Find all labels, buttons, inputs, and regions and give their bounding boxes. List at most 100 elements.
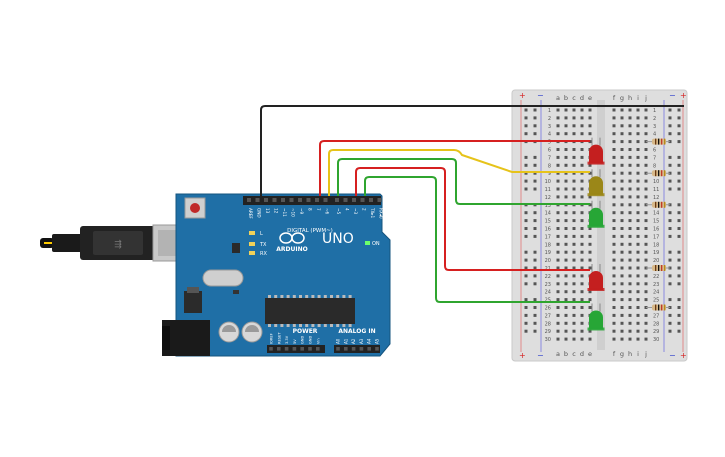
- breadboard-hole[interactable]: [580, 306, 584, 309]
- breadboard-hole[interactable]: [636, 171, 640, 175]
- rail-hole[interactable]: [533, 306, 537, 309]
- breadboard-hole[interactable]: [588, 163, 592, 167]
- breadboard-hole[interactable]: [644, 242, 648, 246]
- breadboard-hole[interactable]: [620, 234, 624, 238]
- breadboard-hole[interactable]: [564, 163, 568, 167]
- rail-hole[interactable]: [524, 321, 528, 325]
- breadboard-hole[interactable]: [556, 321, 560, 325]
- breadboard-hole[interactable]: [628, 108, 632, 112]
- digital-pin-hole[interactable]: [369, 198, 373, 202]
- breadboard-hole[interactable]: [620, 274, 624, 278]
- breadboard-hole[interactable]: [620, 290, 624, 294]
- breadboard-hole[interactable]: [644, 337, 648, 341]
- breadboard-hole[interactable]: [620, 211, 624, 215]
- digital-pin-hole[interactable]: [377, 198, 382, 202]
- power-pin-hole[interactable]: [316, 347, 320, 351]
- breadboard-hole[interactable]: [636, 187, 640, 191]
- rail-hole[interactable]: [524, 250, 528, 254]
- breadboard-hole[interactable]: [572, 132, 576, 136]
- rail-hole[interactable]: [677, 171, 681, 175]
- breadboard-hole[interactable]: [580, 313, 584, 317]
- breadboard-hole[interactable]: [556, 195, 560, 199]
- breadboard-hole[interactable]: [612, 203, 616, 207]
- breadboard-hole[interactable]: [628, 163, 632, 167]
- breadboard-hole[interactable]: [564, 274, 568, 278]
- breadboard-hole[interactable]: [556, 132, 560, 136]
- breadboard-hole[interactable]: [628, 313, 632, 317]
- breadboard-hole[interactable]: [620, 187, 624, 191]
- breadboard-hole[interactable]: [564, 108, 568, 112]
- led-green-5[interactable]: [587, 303, 605, 331]
- wire-black-gnd[interactable]: [260, 105, 684, 196]
- breadboard-hole[interactable]: [644, 282, 648, 286]
- breadboard-hole[interactable]: [620, 282, 624, 286]
- breadboard-hole[interactable]: [572, 187, 576, 191]
- rail-hole[interactable]: [677, 132, 681, 136]
- breadboard-hole[interactable]: [612, 274, 616, 278]
- breadboard-hole[interactable]: [620, 148, 624, 151]
- breadboard-hole[interactable]: [620, 250, 624, 254]
- breadboard-hole[interactable]: [612, 171, 616, 175]
- breadboard-hole[interactable]: [572, 211, 576, 215]
- breadboard-hole[interactable]: [580, 155, 584, 159]
- rail-hole[interactable]: [668, 313, 672, 317]
- breadboard-hole[interactable]: [588, 171, 592, 175]
- breadboard-hole[interactable]: [572, 227, 576, 230]
- breadboard-hole[interactable]: [644, 274, 648, 278]
- breadboard-hole[interactable]: [580, 211, 584, 215]
- breadboard-hole[interactable]: [572, 329, 576, 333]
- breadboard-hole[interactable]: [580, 234, 584, 238]
- breadboard-hole[interactable]: [572, 108, 576, 112]
- rail-hole[interactable]: [533, 298, 537, 302]
- breadboard-hole[interactable]: [628, 179, 632, 183]
- breadboard-hole[interactable]: [620, 140, 624, 144]
- breadboard-hole[interactable]: [612, 250, 616, 254]
- resistor[interactable]: [646, 201, 670, 208]
- rail-hole[interactable]: [524, 116, 528, 120]
- breadboard-hole[interactable]: [644, 290, 648, 294]
- breadboard-hole[interactable]: [580, 179, 584, 183]
- breadboard-hole[interactable]: [628, 124, 632, 128]
- breadboard-hole[interactable]: [620, 306, 624, 309]
- rail-hole[interactable]: [533, 132, 537, 136]
- breadboard-hole[interactable]: [588, 337, 592, 341]
- rail-hole[interactable]: [533, 227, 537, 230]
- breadboard-hole[interactable]: [628, 234, 632, 238]
- breadboard-hole[interactable]: [580, 227, 584, 230]
- resistor[interactable]: [646, 170, 670, 177]
- digital-pin-hole[interactable]: [315, 198, 319, 202]
- power-pin-hole[interactable]: [277, 347, 281, 351]
- breadboard-hole[interactable]: [572, 321, 576, 325]
- rail-hole[interactable]: [677, 313, 681, 317]
- breadboard-hole[interactable]: [588, 124, 592, 128]
- digital-pin-hole[interactable]: [255, 198, 260, 202]
- breadboard-hole[interactable]: [612, 258, 616, 262]
- breadboard-hole[interactable]: [564, 124, 568, 128]
- rail-hole[interactable]: [668, 163, 672, 167]
- rail-hole[interactable]: [533, 321, 537, 325]
- rail-hole[interactable]: [533, 211, 537, 215]
- breadboard-hole[interactable]: [580, 258, 584, 262]
- analog-pin-hole[interactable]: [359, 347, 364, 351]
- analog-pin-hole[interactable]: [375, 347, 379, 351]
- rail-hole[interactable]: [677, 203, 681, 207]
- breadboard-hole[interactable]: [556, 116, 560, 120]
- breadboard-hole[interactable]: [644, 179, 648, 183]
- breadboard-hole[interactable]: [628, 219, 632, 223]
- breadboard-hole[interactable]: [556, 298, 560, 302]
- breadboard-hole[interactable]: [564, 321, 568, 325]
- rail-hole[interactable]: [668, 108, 672, 112]
- breadboard-hole[interactable]: [612, 108, 616, 112]
- breadboard-hole[interactable]: [572, 116, 576, 120]
- breadboard-hole[interactable]: [572, 219, 576, 223]
- breadboard-hole[interactable]: [628, 132, 632, 136]
- breadboard-hole[interactable]: [612, 337, 616, 341]
- breadboard-hole[interactable]: [588, 266, 592, 270]
- breadboard-hole[interactable]: [612, 282, 616, 286]
- breadboard-hole[interactable]: [612, 321, 616, 325]
- breadboard-hole[interactable]: [564, 234, 568, 238]
- breadboard-hole[interactable]: [564, 132, 568, 136]
- breadboard-hole[interactable]: [644, 108, 648, 112]
- breadboard-hole[interactable]: [636, 124, 640, 128]
- breadboard-hole[interactable]: [612, 290, 616, 294]
